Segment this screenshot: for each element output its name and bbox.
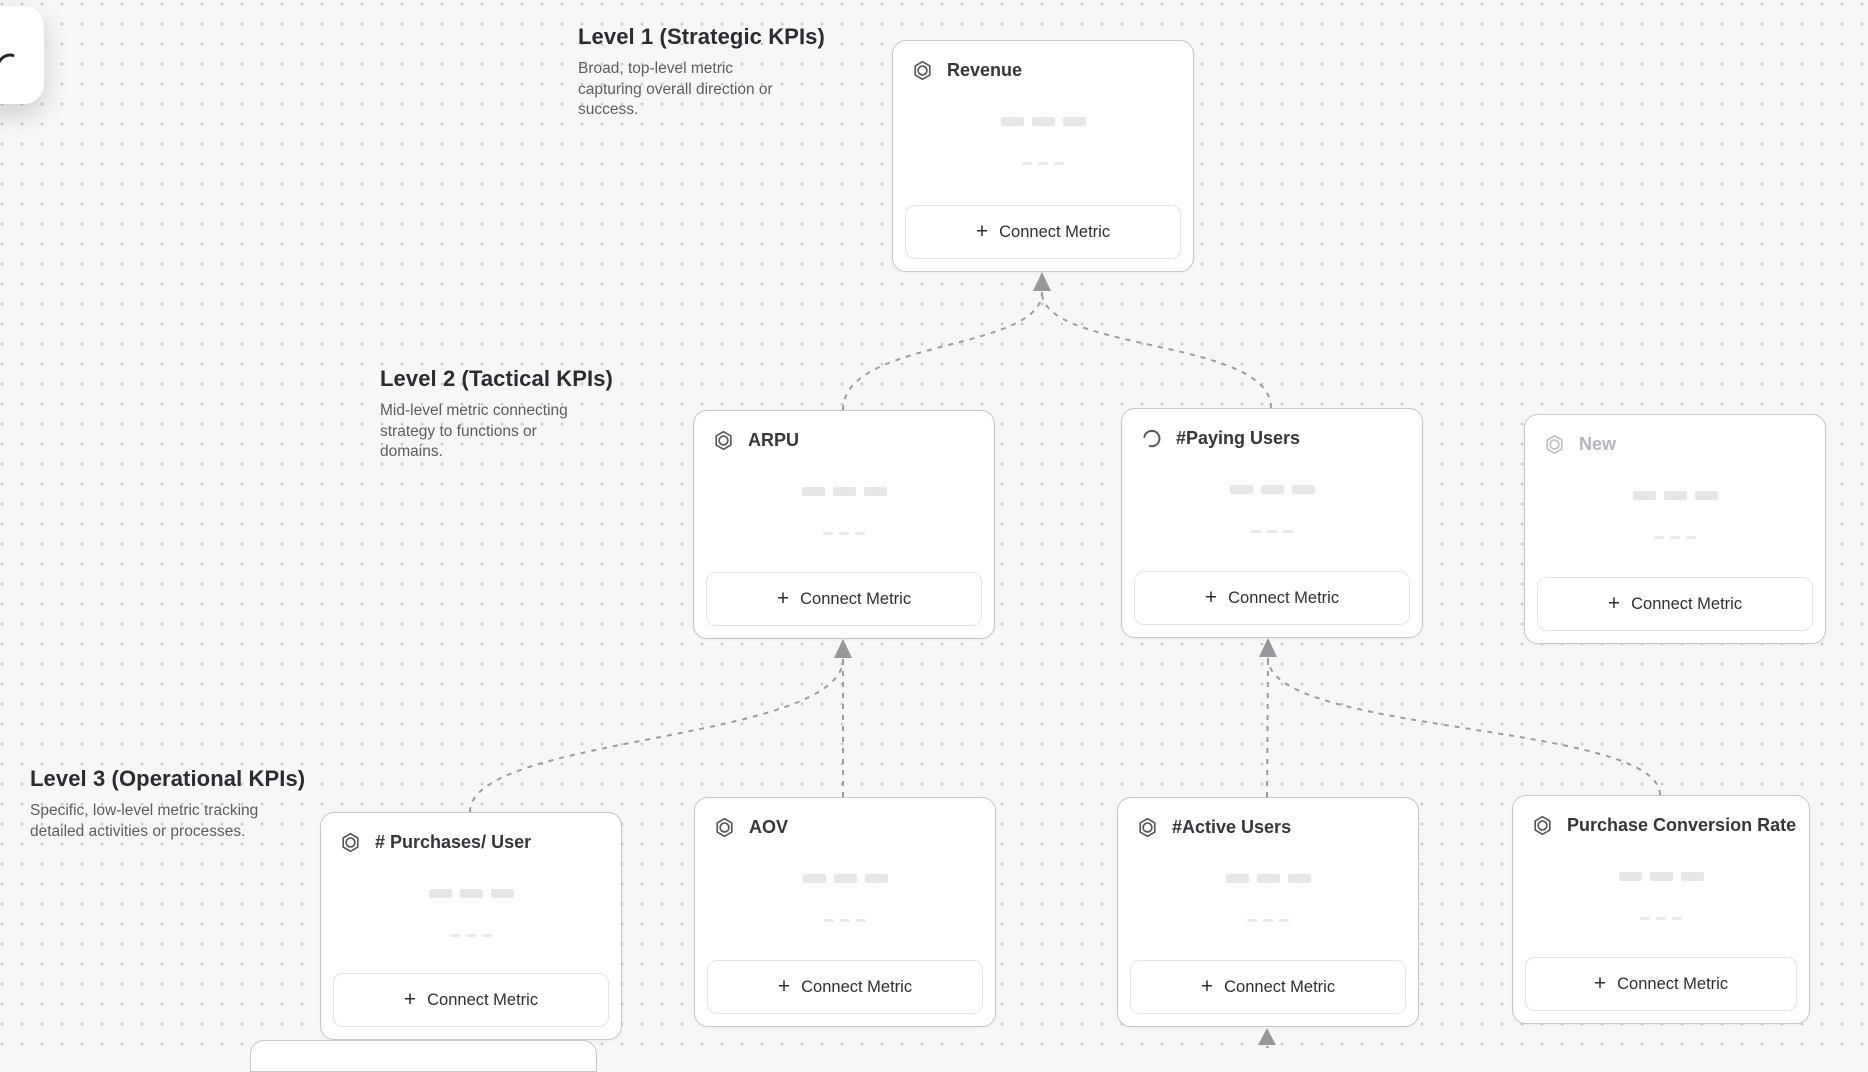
plus-icon: + (1607, 591, 1621, 615)
metric-skeleton-row (1525, 536, 1825, 539)
connect-metric-label: Connect Metric (1631, 594, 1743, 613)
level-title: Level 3 (Operational KPIs) (30, 766, 306, 791)
metric-skeleton-row (1122, 530, 1422, 533)
metric-skeleton-row (321, 934, 621, 937)
connect-metric-label: Connect Metric (427, 990, 539, 1009)
metric-skeleton-row (893, 162, 1193, 165)
metric-card-paying-users[interactable]: #Paying Users + Connect Metric (1121, 408, 1423, 638)
metric-card-title: New (1579, 434, 1617, 454)
level-description: Broad, top-level metric capturing overal… (578, 60, 773, 118)
hexagon-node-icon (713, 816, 736, 839)
plus-icon: + (975, 219, 989, 243)
metric-skeleton-row (1513, 917, 1809, 920)
plus-icon: + (777, 974, 791, 998)
metric-card-aov[interactable]: AOV + Connect Metric (694, 797, 996, 1027)
metric-card-title: #Paying Users (1176, 428, 1301, 448)
plus-icon: + (1593, 971, 1607, 995)
connect-metric-label: Connect Metric (1617, 974, 1729, 993)
level-description: Mid-level metric connecting strategy to … (380, 402, 568, 460)
hexagon-node-icon (712, 429, 735, 452)
connect-metric-label: Connect Metric (1228, 588, 1340, 607)
arrowhead-revenue (1033, 272, 1051, 291)
cursor-stroke-icon (0, 53, 15, 64)
connect-metric-button[interactable]: + Connect Metric (706, 572, 982, 626)
metric-skeleton-row (893, 117, 1193, 126)
card-header: #Paying Users (1140, 427, 1408, 450)
connector-edge-paying-revenue (1041, 291, 1272, 409)
metric-skeleton-row (694, 487, 994, 496)
metric-skeleton-row (1118, 919, 1418, 922)
metric-card-purchase-conversion-rate[interactable]: Purchase Conversion Rate + Connect Metri… (1512, 795, 1810, 1024)
metric-skeleton-row (695, 874, 995, 883)
spinner-icon (1140, 427, 1163, 450)
connect-metric-button[interactable]: + Connect Metric (1134, 571, 1410, 625)
connect-metric-button[interactable]: + Connect Metric (333, 973, 609, 1027)
connector-edge-arpu-revenue (842, 291, 1043, 411)
metric-skeleton-row (321, 889, 621, 898)
level-title: Level 2 (Tactical KPIs) (380, 366, 613, 391)
metric-card-purchases-per-user[interactable]: # Purchases/ User + Connect Metric (320, 812, 622, 1040)
connect-metric-button[interactable]: + Connect Metric (707, 960, 983, 1014)
hexagon-node-icon (339, 831, 362, 854)
card-header: # Purchases/ User (339, 831, 607, 854)
hexagon-node-icon (1531, 814, 1554, 837)
connector-edge-active-paying (1266, 657, 1269, 798)
connect-metric-label: Connect Metric (801, 977, 913, 996)
floating-panel[interactable] (0, 6, 44, 104)
metric-card-title: ARPU (748, 430, 800, 450)
metric-skeleton-row (1122, 485, 1422, 494)
connect-metric-label: Connect Metric (1224, 977, 1336, 996)
arrowhead-paying (1259, 638, 1277, 657)
plus-icon: + (403, 987, 417, 1011)
metric-card-title: Purchase Conversion Rate (1567, 815, 1797, 835)
plus-icon: + (776, 586, 790, 610)
hexagon-node-icon (1543, 433, 1566, 456)
arrowhead-arpu (834, 639, 852, 658)
metric-skeleton-row (695, 919, 995, 922)
plus-icon: + (1200, 974, 1214, 998)
level-2-label: Level 2 (Tactical KPIs) Mid-level metric… (380, 366, 613, 463)
arrowhead-active-users (1258, 1028, 1276, 1045)
metric-skeleton-row (694, 532, 994, 535)
level-3-label: Level 3 (Operational KPIs) Specific, low… (30, 766, 305, 842)
metric-card-new[interactable]: New + Connect Metric (1524, 414, 1826, 644)
connect-metric-button[interactable]: + Connect Metric (905, 205, 1181, 259)
level-title: Level 1 (Strategic KPIs) (578, 24, 825, 49)
metric-skeleton-row (1118, 874, 1418, 883)
connect-metric-button[interactable]: + Connect Metric (1525, 957, 1797, 1011)
metric-skeleton-row (1525, 491, 1825, 500)
metric-card-title: AOV (749, 817, 789, 837)
hexagon-node-icon (911, 59, 934, 82)
connect-metric-label: Connect Metric (800, 589, 912, 608)
metric-card-title: #Active Users (1172, 817, 1292, 837)
metric-skeleton-row (1513, 872, 1809, 881)
card-header: New (1543, 433, 1811, 456)
metric-card-title: # Purchases/ User (375, 832, 532, 852)
card-header: AOV (713, 816, 981, 839)
card-header: ARPU (712, 429, 980, 452)
plus-icon: + (1204, 585, 1218, 609)
metric-card-arpu[interactable]: ARPU + Connect Metric (693, 410, 995, 639)
connect-metric-label: Connect Metric (999, 222, 1111, 241)
card-header: #Active Users (1136, 816, 1404, 839)
metric-card-partial[interactable] (250, 1040, 597, 1072)
level-1-label: Level 1 (Strategic KPIs) Broad, top-leve… (578, 24, 825, 121)
metric-card-active-users[interactable]: #Active Users + Connect Metric (1117, 797, 1419, 1027)
connector-edge-purchases-arpu (469, 658, 844, 813)
card-header: Revenue (911, 59, 1179, 82)
connect-metric-button[interactable]: + Connect Metric (1130, 960, 1406, 1014)
metric-card-title: Revenue (947, 60, 1023, 80)
connector-edge-pcr-paying (1267, 657, 1661, 796)
connect-metric-button[interactable]: + Connect Metric (1537, 577, 1813, 631)
hexagon-node-icon (1136, 816, 1159, 839)
level-description: Specific, low-level metric tracking deta… (30, 802, 259, 840)
card-header: Purchase Conversion Rate (1531, 814, 1797, 837)
metric-card-revenue[interactable]: Revenue + Connect Metric (892, 40, 1194, 272)
